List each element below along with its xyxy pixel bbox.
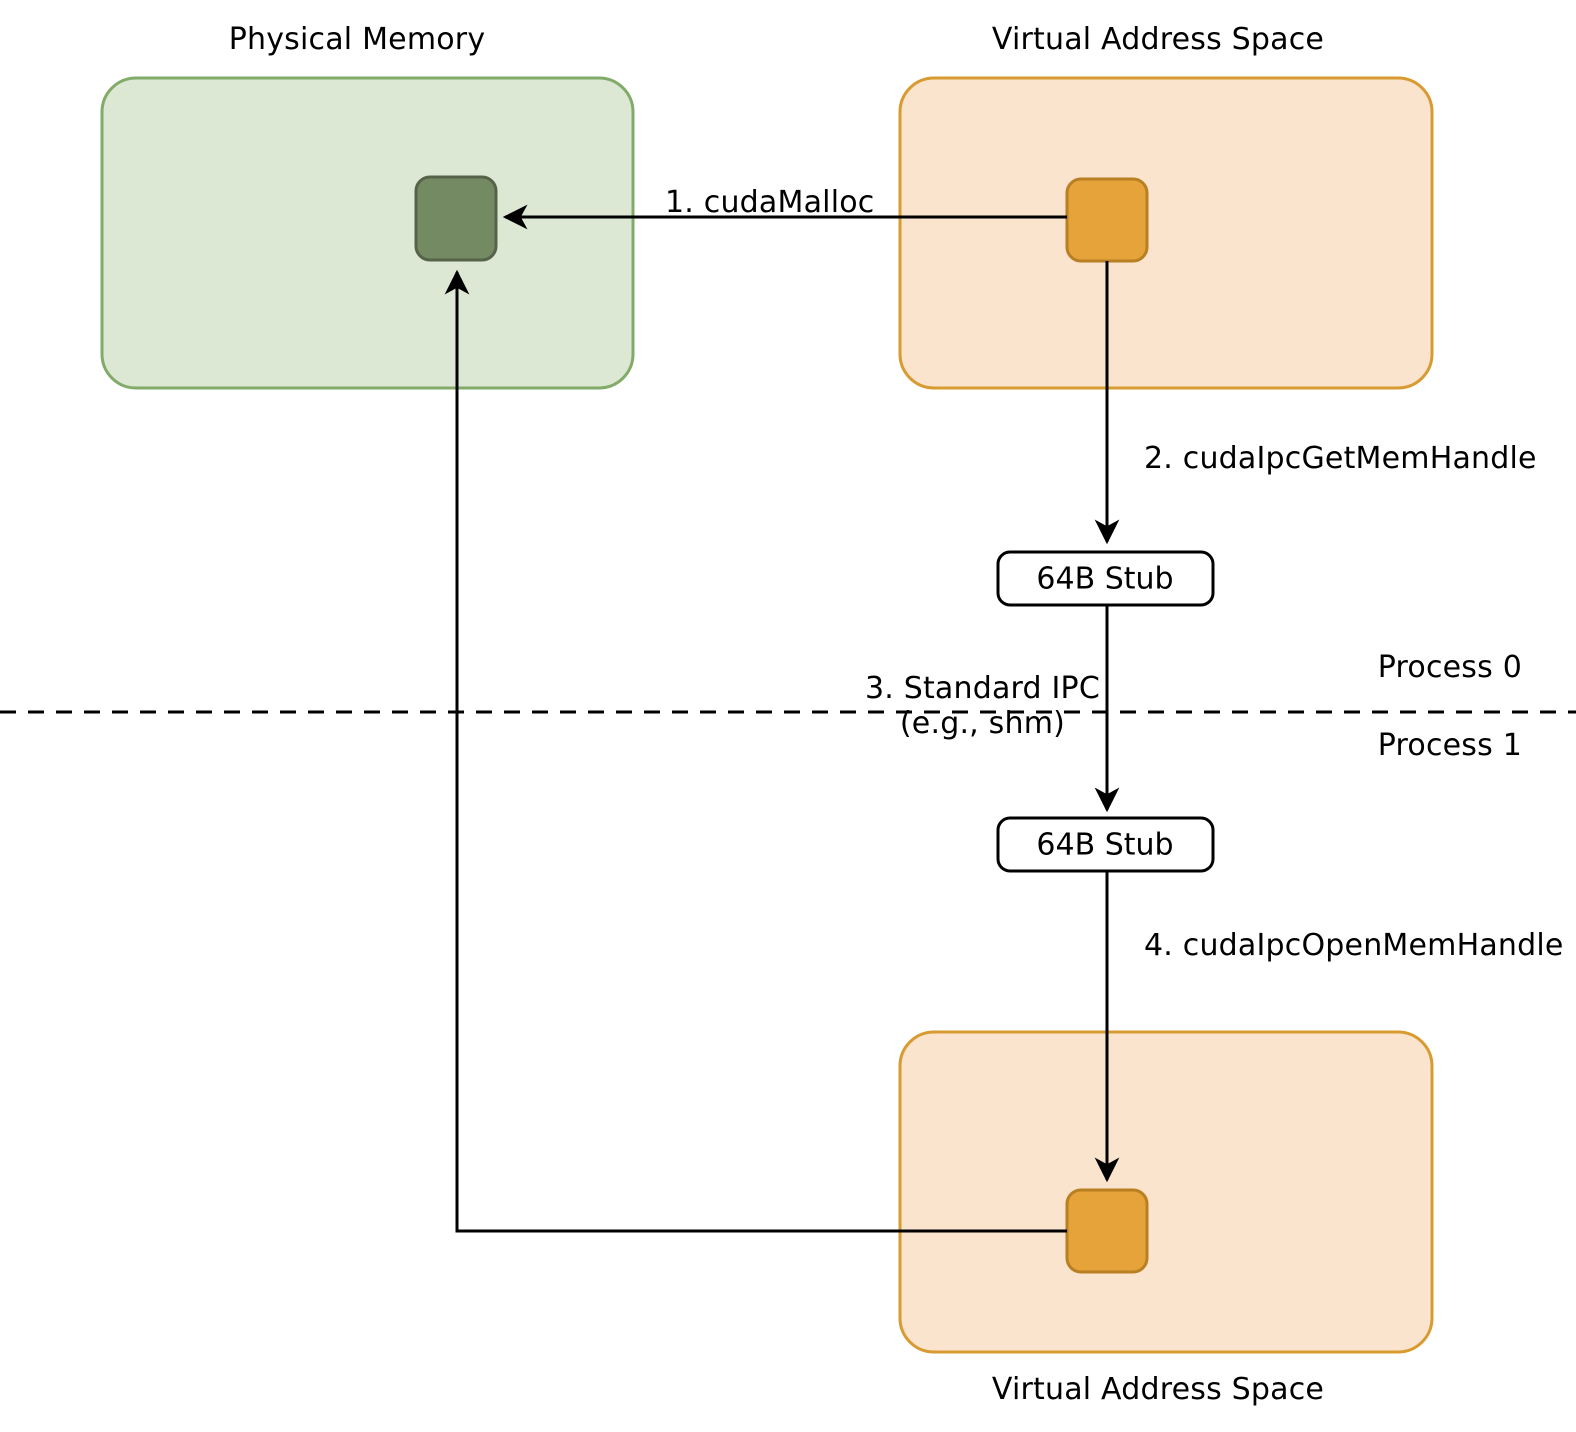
- stub-label-process1: 64B Stub: [1036, 827, 1174, 863]
- stub-box-process1: [996, 816, 1215, 873]
- stub-box-process0: [996, 550, 1215, 607]
- arrow-virtual-to-physical-mapping: [444, 269, 1067, 1233]
- step-1-label: 1. cudaMalloc: [665, 185, 875, 220]
- process-0-label: Process 0: [1377, 650, 1522, 685]
- physical-memory-container: [100, 76, 635, 390]
- process-1-label: Process 1: [1377, 728, 1522, 763]
- virtual-address-space-container-process0: [898, 76, 1434, 390]
- stub-label-process0: 64B Stub: [1036, 561, 1174, 597]
- physical-memory-block: [414, 175, 498, 262]
- step-3-label-line1: 3. Standard IPC: [864, 671, 1100, 706]
- step-3-label: 3. Standard IPC (e.g., shm): [865, 671, 1100, 742]
- virtual-address-space-container-process1: [898, 1030, 1434, 1354]
- physical-memory-title: Physical Memory: [228, 22, 486, 57]
- step-3-label-line2: (e.g., shm): [899, 706, 1066, 742]
- virtual-pointer-block-process0: [1065, 177, 1149, 263]
- virtual-pointer-block-process1: [1065, 1188, 1149, 1274]
- virtual-address-space-title-process0: Virtual Address Space: [991, 22, 1325, 57]
- step-2-label: 2. cudaIpcGetMemHandle: [1144, 441, 1537, 476]
- virtual-address-space-title-process1: Virtual Address Space: [991, 1372, 1325, 1407]
- step-4-label: 4. cudaIpcOpenMemHandle: [1144, 928, 1564, 963]
